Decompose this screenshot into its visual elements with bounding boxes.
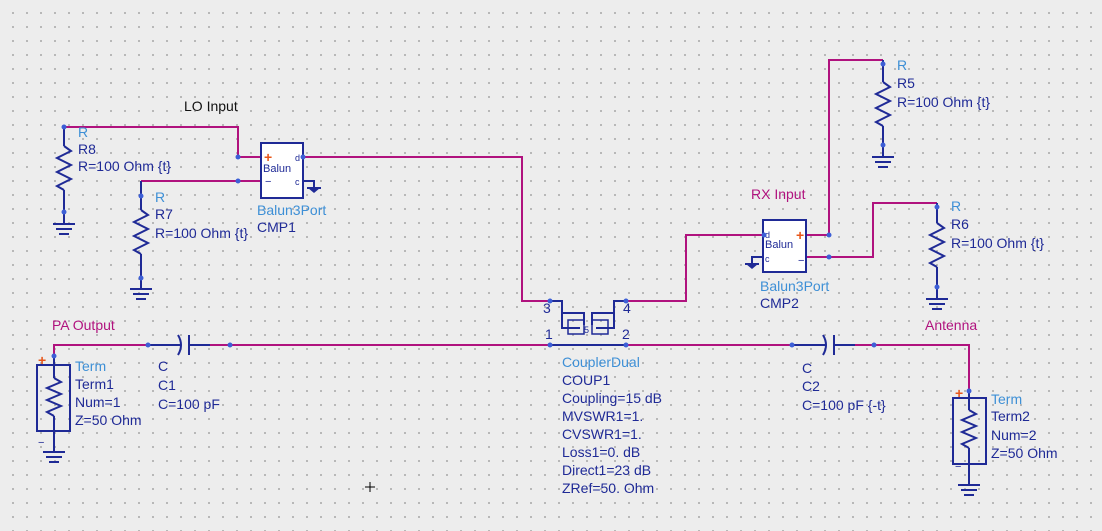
ground-icon	[43, 451, 65, 463]
net-label-rx-input[interactable]: RX Input	[751, 186, 806, 202]
r8-type: R	[78, 124, 88, 140]
wire-cmp2-r5[interactable]	[806, 59, 883, 236]
term-term2[interactable]: + − Term Term2 Num=2 Z=50 Ohm	[952, 385, 1058, 496]
r6-value: R=100 Ohm {t}	[951, 235, 1044, 251]
svg-text:5: 5	[584, 325, 589, 335]
r8-value: R=100 Ohm {t}	[78, 158, 171, 174]
c1-type: C	[158, 358, 168, 374]
wire-r8-cmp1[interactable]	[64, 126, 262, 158]
coupler-coup1[interactable]: 5 3 4 1 2 CouplerDual COUP1 Coupling=15 …	[543, 298, 662, 497]
ground-icon	[307, 187, 321, 193]
r5-type: R	[897, 57, 907, 73]
resistor-r8[interactable]: R R8 R=100 Ohm {t}	[53, 124, 171, 235]
term-term1[interactable]: + − Term Term1 Num=1 Z=50 Ohm	[36, 352, 142, 463]
term2-name: Term2	[991, 408, 1030, 424]
coupler-port-2: 2	[622, 326, 630, 342]
wire-cmp1-coupler3[interactable]	[303, 156, 550, 302]
cmp2-pin-c: c	[765, 254, 770, 264]
cmp1-name: CMP1	[257, 219, 296, 235]
svg-text:+: +	[955, 385, 963, 401]
wire-cmp2-r6[interactable]	[806, 202, 937, 258]
resistor-r6[interactable]: R R6 R=100 Ohm {t}	[926, 198, 1044, 310]
term2-num: Num=2	[991, 427, 1037, 443]
c2-value: C=100 pF {-t}	[802, 397, 886, 413]
svg-text:+: +	[796, 227, 804, 243]
svg-text:−: −	[798, 255, 804, 267]
capacitor-c2[interactable]: C C2 C=100 pF {-t}	[789, 334, 886, 413]
cmp2-pin-d: d	[765, 230, 770, 240]
svg-text:−: −	[38, 437, 44, 449]
wire-term1-c1[interactable]	[53, 344, 167, 356]
resistor-r5[interactable]: R R5 R=100 Ohm {t}	[872, 57, 990, 168]
coupler-port-4: 4	[623, 300, 631, 316]
net-label-pa-output[interactable]: PA Output	[52, 317, 115, 333]
term2-type: Term	[991, 391, 1022, 407]
ground-icon	[872, 156, 894, 168]
c1-name: C1	[158, 377, 176, 393]
term1-name: Term1	[75, 376, 114, 392]
ground-icon	[745, 263, 759, 269]
r5-name: R5	[897, 75, 915, 91]
coupler-port-3: 3	[543, 300, 551, 316]
coupler-param: Coupling=15 dB	[562, 390, 662, 406]
ground-icon	[958, 484, 980, 496]
capacitor-c1[interactable]: C C1 C=100 pF	[145, 334, 233, 412]
coupler-port-1: 1	[545, 326, 553, 342]
ground-icon	[53, 223, 75, 235]
r6-name: R6	[951, 216, 969, 232]
term2-z: Z=50 Ohm	[991, 445, 1058, 461]
ground-icon	[926, 298, 948, 310]
svg-text:−: −	[265, 176, 271, 188]
r8-name: R8	[78, 141, 96, 157]
coupler-param: CVSWR1=1.	[562, 426, 642, 442]
cmp1-symbol: Balun	[263, 163, 291, 175]
r7-value: R=100 Ohm {t}	[155, 225, 248, 241]
coupler-type: CouplerDual	[562, 354, 640, 370]
cmp2-symbol: Balun	[765, 239, 793, 251]
balun-cmp1[interactable]: + − Balun d c Balun3Port CMP1	[235, 142, 327, 235]
cmp2-type: Balun3Port	[760, 278, 829, 294]
coupler-param: MVSWR1=1.	[562, 408, 643, 424]
c1-value: C=100 pF	[158, 396, 220, 412]
coupler-name: COUP1	[562, 372, 610, 388]
term1-z: Z=50 Ohm	[75, 412, 142, 428]
term1-num: Num=1	[75, 394, 121, 410]
cmp1-pin-c: c	[295, 177, 300, 187]
coupler-param: Direct1=23 dB	[562, 462, 651, 478]
r6-type: R	[951, 198, 961, 214]
resistor-r7[interactable]: R R7 R=100 Ohm {t}	[130, 181, 248, 300]
wires	[53, 59, 970, 391]
c2-type: C	[802, 360, 812, 376]
r7-name: R7	[155, 206, 173, 222]
r5-value: R=100 Ohm {t}	[897, 94, 990, 110]
crosshair-cursor-icon	[365, 482, 375, 492]
wire-c2-term2[interactable]	[838, 344, 970, 391]
svg-text:+: +	[264, 149, 272, 165]
cmp1-type: Balun3Port	[257, 202, 326, 218]
svg-text:−: −	[955, 461, 961, 473]
term1-type: Term	[75, 358, 106, 374]
wire-coupler4-cmp2[interactable]	[626, 234, 764, 302]
cmp2-name: CMP2	[760, 295, 799, 311]
coupler-param: Loss1=0. dB	[562, 444, 640, 460]
ground-icon	[130, 288, 152, 300]
r7-type: R	[155, 189, 165, 205]
c2-name: C2	[802, 378, 820, 394]
coupler-param: ZRef=50. Ohm	[562, 480, 654, 496]
net-label-lo-input[interactable]: LO Input	[184, 98, 238, 114]
balun-cmp2[interactable]: + − Balun d c Balun3Port CMP2	[745, 219, 832, 311]
cmp1-pin-d: d	[295, 153, 300, 163]
svg-text:+: +	[38, 352, 46, 368]
net-label-antenna[interactable]: Antenna	[925, 317, 977, 333]
